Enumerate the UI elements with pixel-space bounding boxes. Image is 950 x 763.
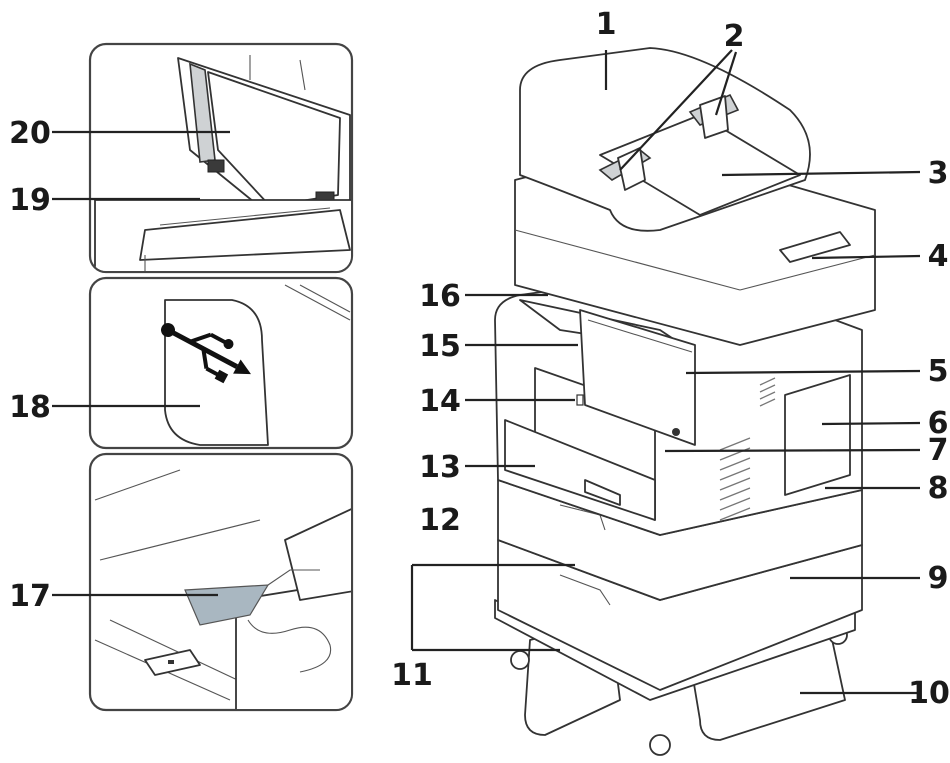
scanner-glass <box>139 209 351 261</box>
callout-11: 11 <box>391 658 433 693</box>
callout-2: 2 <box>724 19 745 54</box>
printer-main-unit <box>494 47 876 756</box>
callout-8: 8 <box>928 471 949 506</box>
callout-6: 6 <box>928 406 949 441</box>
callout-10: 10 <box>908 676 950 711</box>
usb-icon <box>161 323 251 384</box>
callout-18: 18 <box>9 390 51 425</box>
callout-14: 14 <box>419 384 461 419</box>
callout-5: 5 <box>928 354 949 389</box>
callout-9: 9 <box>928 561 949 596</box>
adf-input-tray <box>599 114 801 216</box>
callout-12: 12 <box>419 503 461 538</box>
detail-panel-scanner <box>88 42 354 274</box>
callout-7: 7 <box>928 433 949 468</box>
callout-15: 15 <box>419 329 461 364</box>
callout-1: 1 <box>596 7 617 42</box>
callout-16: 16 <box>419 279 461 314</box>
callout-20: 20 <box>9 116 51 151</box>
callout-labels: 1 2 3 4 5 6 7 8 9 10 11 12 13 14 15 16 1… <box>9 7 950 711</box>
callout-3: 3 <box>928 156 949 191</box>
callout-17: 17 <box>9 579 51 614</box>
side-cover <box>784 374 851 496</box>
callout-13: 13 <box>419 450 461 485</box>
callout-4: 4 <box>928 239 949 274</box>
detail-panel-paper-level <box>88 452 354 712</box>
detail-panel-usb <box>88 276 354 450</box>
callout-19: 19 <box>9 183 51 218</box>
leader-lines <box>52 49 921 695</box>
